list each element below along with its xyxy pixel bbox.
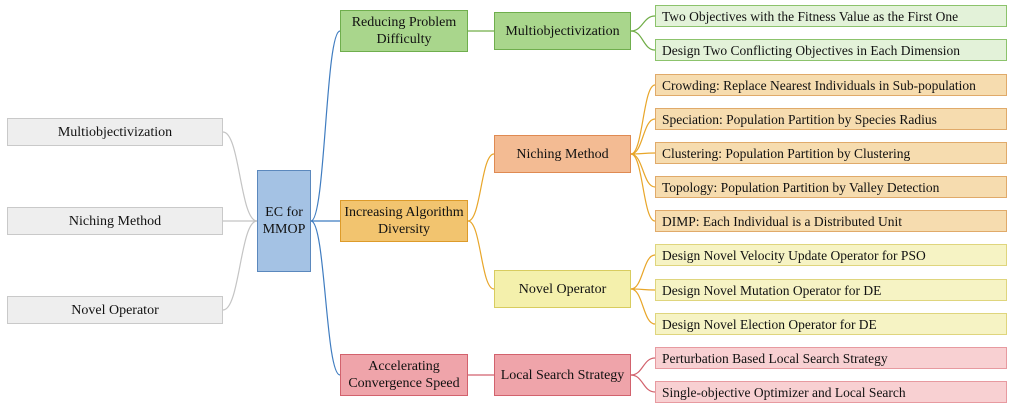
category-node-reducing-problem-difficulty: Reducing Problem Difficulty [340,10,468,52]
edge-leaf-2 [630,30,656,51]
edge-leaf-3 [630,84,656,155]
leaf-node-2: Design Two Conflicting Objectives in Eac… [655,39,1007,61]
edge-leaf-6 [630,153,656,188]
method-node-local-search-strategy: Local Search Strategy [494,354,631,396]
leaf-node-4: Speciation: Population Partition by Spec… [655,108,1007,130]
leaf-node-6: Topology: Population Partition by Valley… [655,176,1007,198]
leaf-node-8: Design Novel Velocity Update Operator fo… [655,244,1007,266]
category-node-increasing-algorithm-diversity: Increasing Algorithm Diversity [340,200,468,242]
edge-category-method-2 [467,153,495,222]
edge-leaf-8 [630,254,656,290]
leaf-node-1: Two Objectives with the Fitness Value as… [655,5,1007,27]
method-node-novel-operator: Novel Operator [494,270,631,308]
leaf-node-5: Clustering: Population Partition by Clus… [655,142,1007,164]
source-node-multiobjectivization: Multiobjectivization [7,118,223,146]
edge-leaf-7 [630,153,656,222]
edge-leaf-11 [630,357,656,376]
leaf-node-11: Perturbation Based Local Search Strategy [655,347,1007,369]
method-node-multiobjectivization: Multiobjectivization [494,12,631,50]
method-node-niching-method: Niching Method [494,135,631,173]
edge-leaf-1 [630,15,656,32]
category-node-accelerating-convergence-speed: Accelerating Convergence Speed [340,354,468,396]
leaf-node-7: DIMP: Each Individual is a Distributed U… [655,210,1007,232]
leaf-node-12: Single-objective Optimizer and Local Sea… [655,381,1007,403]
edge-source-1 [222,131,258,222]
edge-category-method-3 [467,220,495,290]
leaf-node-10: Design Novel Election Operator for DE [655,313,1007,335]
edge-center-category-3 [310,220,341,376]
center-node-ec-for-mmop: EC for MMOP [257,170,311,272]
source-node-novel-operator: Novel Operator [7,296,223,324]
edge-leaf-12 [630,374,656,393]
edge-leaf-10 [630,288,656,325]
edge-leaf-4 [630,118,656,155]
edge-center-category-1 [310,30,341,222]
leaf-node-3: Crowding: Replace Nearest Individuals in… [655,74,1007,96]
leaf-node-9: Design Novel Mutation Operator for DE [655,279,1007,301]
edge-source-3 [222,220,258,311]
source-node-niching-method: Niching Method [7,207,223,235]
